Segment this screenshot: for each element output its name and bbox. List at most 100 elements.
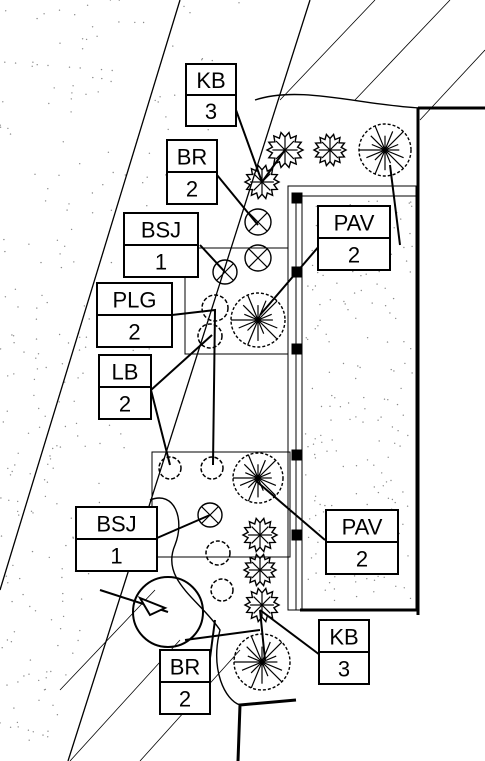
boundary-line-east: [67, 0, 311, 761]
stipple-dot: [123, 447, 125, 449]
stipple-dot: [387, 399, 389, 401]
stipple-dot: [355, 317, 357, 319]
stipple-dot: [110, 261, 113, 264]
stipple-dot: [333, 599, 336, 602]
stipple-dot: [12, 564, 14, 567]
stipple-dot: [70, 517, 73, 519]
stipple-dot: [411, 372, 413, 374]
stipple-dot: [33, 394, 35, 397]
stipple-dot: [112, 171, 114, 174]
stipple-dot: [34, 610, 37, 612]
stipple-dot: [17, 681, 19, 683]
stipple-dot: [38, 679, 40, 682]
stipple-dot: [61, 568, 63, 570]
plant-tag-qty: 2: [186, 177, 198, 202]
post-4: [291, 449, 303, 461]
stipple-dot: [397, 430, 399, 432]
stipple-dot: [394, 501, 396, 504]
stipple-dot: [389, 312, 391, 314]
stipple-dot: [380, 416, 382, 418]
stipple-dot: [377, 575, 379, 578]
stipple-dot: [45, 677, 47, 679]
stipple-dot: [92, 76, 94, 79]
plant-tag-qty: 3: [205, 99, 217, 124]
stipple-dot: [328, 341, 330, 343]
stipple-dot: [43, 13, 45, 15]
stipple-dot: [0, 497, 2, 499]
stipple-dot: [56, 503, 58, 505]
stipple-dot: [13, 342, 15, 344]
stipple-dot: [391, 426, 394, 428]
stipple-dot: [87, 573, 90, 575]
stipple-dot: [365, 273, 367, 275]
stipple-dot: [29, 473, 31, 475]
post-5: [291, 529, 303, 541]
leader-bsj-north: [199, 244, 226, 273]
stipple-dot: [392, 297, 395, 300]
stipple-dot: [85, 336, 88, 338]
stipple-dot: [52, 447, 54, 450]
stipple-dot: [86, 4, 89, 7]
stipple-dot: [120, 433, 122, 435]
stipple-dot: [366, 578, 368, 580]
stipple-dot: [390, 368, 392, 371]
stipple-dot: [376, 200, 378, 202]
stipple-dot: [410, 201, 412, 203]
stipple-dot: [9, 726, 12, 728]
stipple-dot: [409, 597, 412, 600]
stipple-dot: [383, 576, 385, 578]
stipple-dot: [7, 375, 9, 377]
stipple-dot: [43, 479, 46, 481]
stipple-dot: [355, 377, 357, 380]
stipple-dot: [387, 497, 390, 499]
stipple-dot: [88, 318, 90, 320]
stipple-dot: [315, 205, 317, 208]
stipple-dot: [314, 328, 316, 330]
stipple-dot: [8, 499, 10, 501]
stipple-dot: [377, 491, 380, 494]
plant-tag-code: PAV: [342, 515, 383, 540]
stipple-dot: [73, 400, 75, 402]
leader-pav-north: [259, 164, 401, 316]
stipple-dot: [157, 101, 159, 103]
stipple-dot: [373, 486, 375, 488]
stipple-dot: [98, 501, 101, 504]
stipple-dot: [29, 605, 31, 608]
stipple-dot: [325, 333, 327, 335]
stipple-dot: [73, 261, 75, 263]
stipple-dot: [35, 338, 38, 340]
stipple-dot: [98, 482, 100, 485]
shrub-symbol: [233, 633, 291, 691]
stipple-dot: [307, 338, 309, 341]
stipple-dot: [406, 505, 409, 507]
plant-tag-code: BR: [177, 145, 208, 170]
stipple-dot: [319, 503, 321, 506]
leader-br-south-2: [184, 629, 261, 641]
stipple-dot: [72, 85, 74, 87]
plant-tag-code: BR: [170, 655, 201, 680]
stipple-dot: [47, 463, 49, 465]
stipple-dot: [101, 77, 103, 80]
boundary-line-west: [0, 0, 181, 591]
shrub-symbol: [232, 452, 284, 504]
shrub-symbol: [242, 552, 278, 588]
stipple-dot: [63, 381, 66, 383]
hatch-line-6: [59, 589, 156, 691]
stipple-dot: [17, 726, 19, 728]
stipple-dot: [342, 362, 345, 365]
stipple-dot: [18, 514, 20, 516]
stipple-dot: [347, 309, 349, 311]
plant-tag-code: KB: [329, 625, 358, 650]
stipple-dot: [172, 45, 174, 47]
stipple-dot: [42, 734, 44, 736]
stipple-dot: [44, 688, 47, 691]
stipple-dot: [14, 464, 16, 466]
stipple-dot: [36, 368, 39, 370]
stipple-dot: [108, 424, 111, 426]
stipple-dot: [79, 163, 81, 165]
stipple-dot: [330, 419, 332, 421]
stipple-dot: [84, 445, 86, 447]
stipple-dot: [395, 585, 397, 587]
